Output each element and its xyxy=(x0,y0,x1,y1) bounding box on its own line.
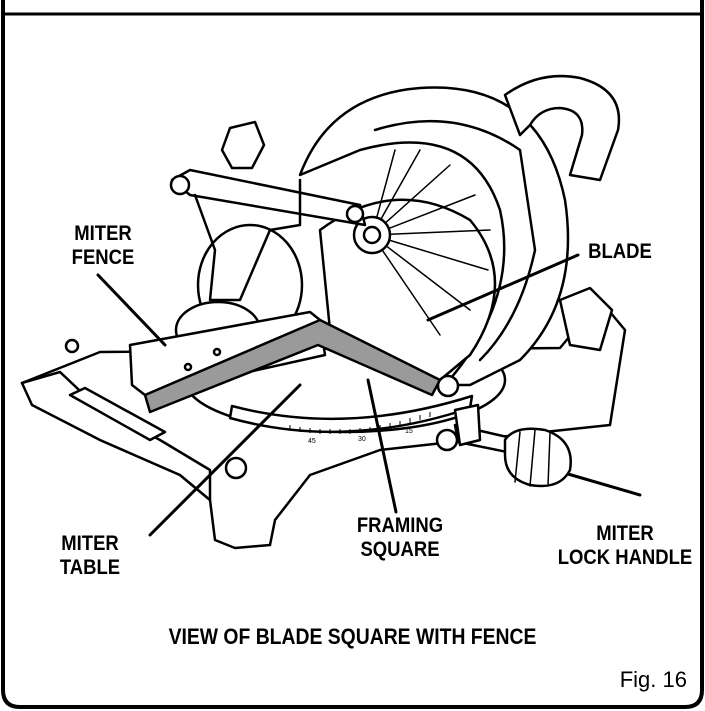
base-left-slot xyxy=(68,386,167,442)
blade-guard xyxy=(298,86,570,387)
label-blade: BLADE xyxy=(576,240,664,264)
label-miter-fence: MITER FENCE xyxy=(63,222,142,270)
figure-number: Fig. 16 xyxy=(619,667,687,692)
miter-fence xyxy=(128,310,327,397)
scale-tick-15: 15 xyxy=(405,428,413,435)
square-stop xyxy=(436,374,460,398)
leader-blade xyxy=(426,253,580,322)
label-miter-table-line1: MITER xyxy=(61,532,119,555)
blade-guard-inner xyxy=(373,119,537,362)
label-framing-square: FRAMING SQUARE xyxy=(347,514,453,562)
scale-tick-45: 45 xyxy=(308,438,316,445)
lock-bracket xyxy=(453,403,482,447)
miter-scale-band xyxy=(228,394,474,434)
leader-miter-fence xyxy=(96,273,167,347)
label-miter-table: MITER TABLE xyxy=(46,532,134,580)
base-foot-left xyxy=(224,456,248,480)
lock-handle-knob xyxy=(503,427,572,488)
top-knob xyxy=(220,120,266,170)
label-framing-square-line2: SQUARE xyxy=(360,538,440,561)
knob-grip-lines xyxy=(514,429,551,487)
label-miter-lock-handle: MITER LOCK HANDLE xyxy=(555,522,696,570)
miter-scale: 45 30 15 xyxy=(289,412,431,445)
link-pivot-left xyxy=(169,174,191,196)
figure-caption: VIEW OF BLADE SQUARE WITH FENCE xyxy=(168,624,537,649)
guard-link-arm xyxy=(170,168,367,227)
saw-arm-body xyxy=(193,178,302,302)
leader-miter-table xyxy=(148,383,302,537)
label-miter-lock-handle-line2: LOCK HANDLE xyxy=(557,546,693,569)
fence-hole xyxy=(183,362,193,372)
leader-lock-handle xyxy=(566,472,642,497)
leader-lines xyxy=(96,253,642,537)
label-blade-text: BLADE xyxy=(588,240,652,263)
label-framing-square-line1: FRAMING xyxy=(356,514,444,537)
miter-saw-illustration xyxy=(20,74,642,550)
base-foot-right xyxy=(435,428,459,452)
framing-square xyxy=(143,318,442,414)
fence-hole-2 xyxy=(212,347,222,357)
label-miter-fence-line1: MITER xyxy=(74,222,132,245)
blade-arbor-nut xyxy=(362,225,382,245)
label-miter-table-line2: TABLE xyxy=(59,556,121,579)
base-left-wing xyxy=(20,370,212,502)
link-pivot-right xyxy=(345,204,365,224)
label-miter-fence-line2: FENCE xyxy=(71,246,135,269)
base-bolt xyxy=(64,338,80,354)
label-miter-lock-handle-line1: MITER xyxy=(596,522,654,545)
base-right-leg xyxy=(558,286,614,352)
scale-tick-30: 30 xyxy=(358,436,366,443)
leader-framing-square xyxy=(366,378,398,514)
saw-handle xyxy=(503,74,621,182)
